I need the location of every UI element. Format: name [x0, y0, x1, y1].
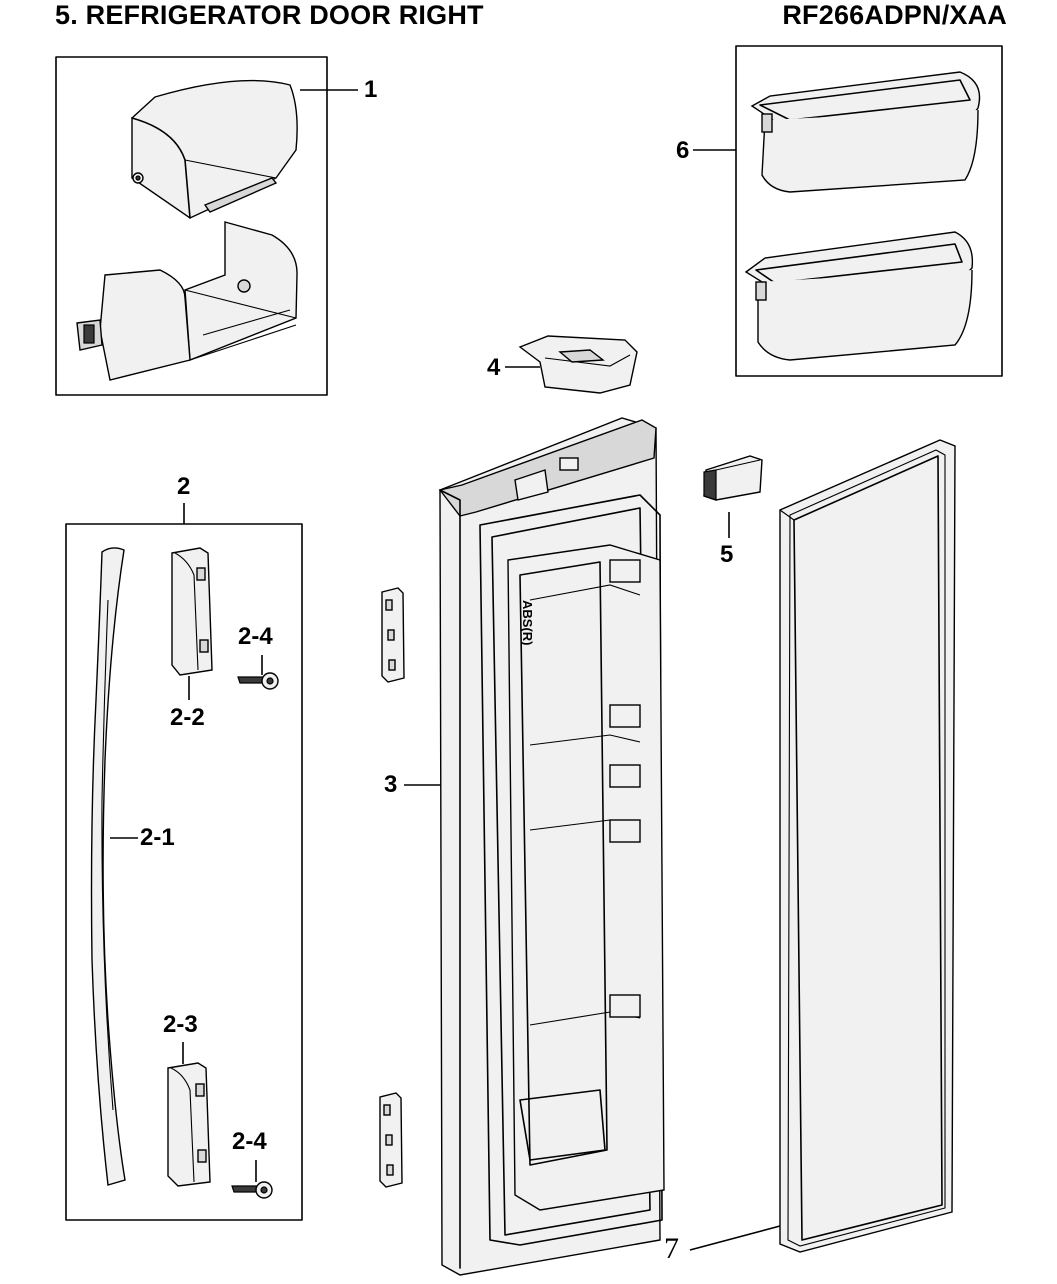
door-stopper-upper: [381, 587, 405, 683]
part-2-4-screw-lower: [231, 1160, 273, 1199]
part-6-frame: [735, 45, 1003, 377]
part-4-door-guide: [518, 335, 638, 394]
callout-6: 6: [676, 137, 690, 164]
part-2-1-handle: [90, 547, 126, 1186]
part-3-door-assembly: [438, 417, 665, 1276]
part-1-bin: [76, 221, 298, 381]
part-2-3-handle-cap-lower: [167, 1062, 211, 1187]
callout-2-2: 2-2: [170, 704, 205, 731]
model-number: RF266ADPN/XAA: [782, 0, 1007, 30]
callout-2: 2: [177, 473, 191, 500]
part-7-door-gasket: [779, 439, 956, 1253]
callout-1: 1: [364, 76, 378, 103]
part-2-2-handle-cap-upper: [171, 547, 213, 676]
callout-4: 4: [487, 354, 501, 381]
page-title: 5. REFRIGERATOR DOOR RIGHT: [55, 0, 484, 30]
callout-3: 3: [384, 771, 398, 798]
callout-7: 7: [664, 1232, 679, 1265]
callout-2-4-upper: 2-4: [238, 623, 273, 650]
door-stopper-lower: [379, 1092, 403, 1188]
part-6-door-bin-upper: [750, 71, 981, 193]
callout-5: 5: [720, 541, 734, 568]
part-5-cap: [703, 455, 763, 501]
callout-2-4-lower: 2-4: [232, 1128, 267, 1155]
callout-2-1: 2-1: [140, 824, 175, 851]
door-material-label: ABS(R): [520, 600, 535, 646]
part-7-leader: [689, 1225, 781, 1251]
part-6-door-bin-lower: [744, 231, 974, 361]
callout-2-3: 2-3: [163, 1011, 198, 1038]
part-2-4-screw-upper: [237, 655, 279, 690]
part-1-frame: [55, 56, 328, 396]
part-1-bin-cover: [131, 79, 298, 219]
